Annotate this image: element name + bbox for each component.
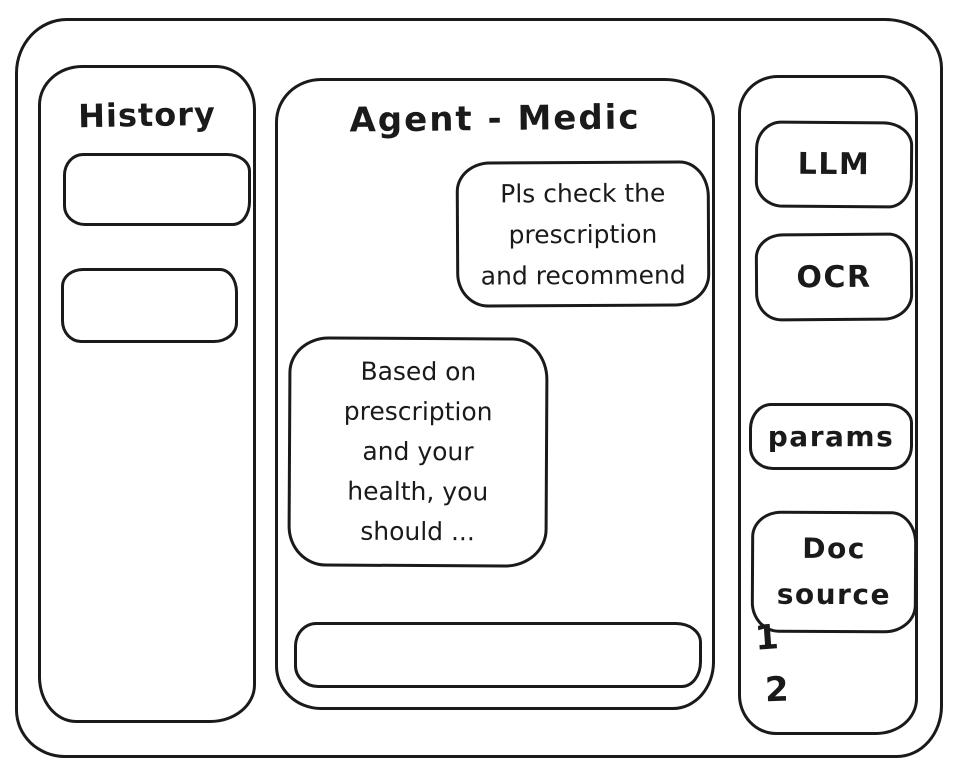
params-button[interactable]: params [749,403,913,470]
ocr-button[interactable]: OCR [754,232,914,322]
llm-button[interactable]: LLM [754,120,914,209]
user-message-bubble: Pls check the prescription and recommend [455,160,711,308]
history-item[interactable] [61,268,238,343]
assistant-message-bubble: Based on prescription and your health, y… [287,336,549,568]
chat-panel-title: Agent - Medic [349,97,641,141]
history-panel: History [38,65,256,723]
doc-source-button[interactable]: Doc source [750,510,918,634]
history-item[interactable] [63,153,251,226]
tools-panel: LLM OCR params Doc source 1 2 [738,75,918,735]
doc-source-item-2[interactable]: 2 [764,669,790,711]
chat-input[interactable] [294,622,702,688]
doc-source-item-1[interactable]: 1 [753,617,781,659]
chat-panel: Agent - Medic Pls check the prescription… [275,78,715,710]
history-panel-title: History [77,94,217,136]
